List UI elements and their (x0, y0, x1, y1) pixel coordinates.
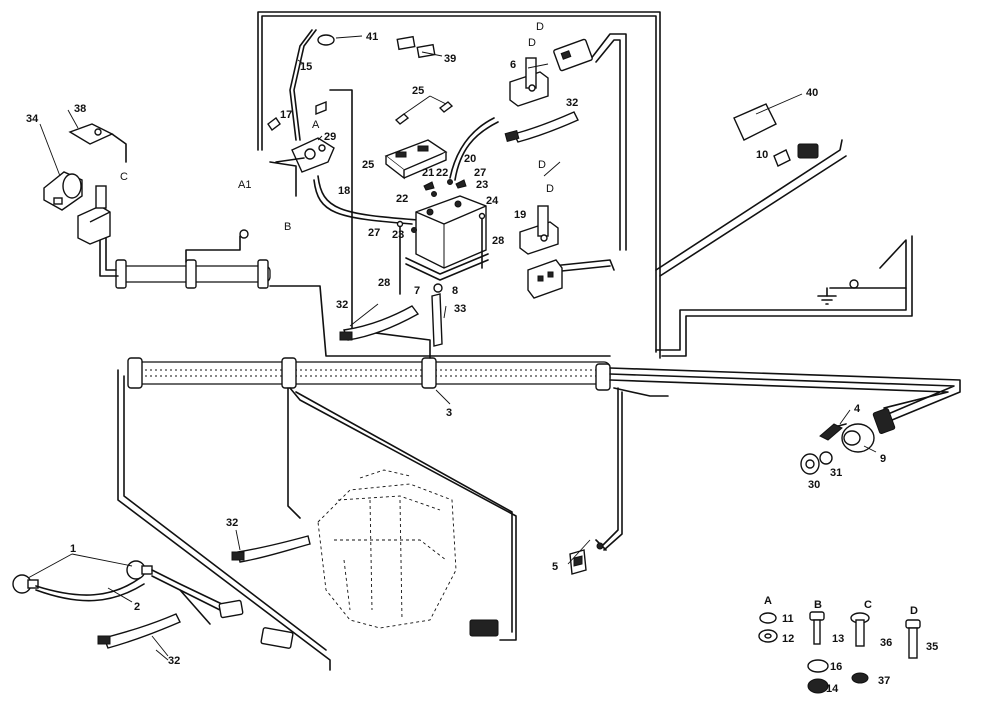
letter-d-6a: D (536, 21, 544, 33)
headlights (12, 560, 499, 649)
ignition-coil (43, 171, 83, 211)
cable-32-mid (339, 305, 420, 341)
upper-harness (115, 259, 271, 289)
ignition-module (77, 185, 111, 245)
key-switch (800, 407, 896, 475)
bracket-38 (68, 123, 127, 163)
callout-27: 27 (474, 167, 486, 179)
cable-32-engine (231, 535, 311, 563)
letter-d-19a: D (538, 159, 546, 171)
callout-8: 8 (452, 285, 458, 297)
callout-32-engine: 32 (226, 517, 238, 529)
leader-lines (27, 35, 877, 661)
callout-36: 36 (880, 637, 892, 649)
letter-b-top: B (284, 221, 291, 233)
callout-22: 22 (436, 167, 448, 179)
callout-23: 23 (476, 179, 488, 191)
legend-letter-d: D (910, 605, 918, 617)
callout-11: 11 (782, 613, 794, 625)
decal-40 (733, 103, 819, 167)
battery-holddown-rods (396, 212, 486, 295)
callout-30: 30 (808, 479, 820, 491)
callout-14: 14 (826, 683, 839, 695)
callout-6: 6 (510, 59, 516, 71)
callout-32-bottom: 32 (168, 655, 180, 667)
letter-c-top: C (120, 171, 128, 183)
callout-23b: 23 (392, 229, 404, 241)
hose-33 (431, 293, 443, 347)
callout-40: 40 (806, 87, 818, 99)
legend-letter-c: C (864, 599, 872, 611)
hardware-small-parts (239, 34, 467, 293)
callout-37: 37 (878, 675, 890, 687)
callout-28: 28 (492, 235, 504, 247)
callout-1: 1 (70, 543, 76, 555)
callout-3: 3 (446, 407, 452, 419)
callout-39: 39 (444, 53, 456, 65)
legend-letter-a: A (764, 595, 772, 607)
callout-35: 35 (926, 641, 938, 653)
letter-a-top: A (312, 119, 320, 131)
callout-32-top: 32 (566, 97, 578, 109)
callout-27b: 27 (368, 227, 380, 239)
callout-31: 31 (830, 467, 842, 479)
callout-9: 9 (880, 453, 886, 465)
cable-32-top (504, 111, 579, 143)
callout-28b: 28 (378, 277, 390, 289)
callout-33: 33 (454, 303, 466, 315)
connector-5 (569, 539, 607, 575)
wire-routes (99, 11, 961, 671)
callout-16: 16 (830, 661, 842, 673)
callout-41: 41 (366, 31, 378, 43)
letter-d-19b: D (546, 183, 554, 195)
callout-2: 2 (134, 601, 140, 613)
letter-d-6b: D (528, 37, 536, 49)
fuse-holder (384, 139, 448, 180)
cable-32-bottom (97, 613, 181, 649)
connector-19 (519, 205, 563, 299)
callout-22b: 22 (396, 193, 408, 205)
battery (405, 195, 489, 281)
callout-20: 20 (464, 153, 476, 165)
connector-6 (509, 38, 593, 107)
callout-25: 25 (362, 159, 374, 171)
callout-17: 17 (280, 109, 292, 121)
callout-38: 38 (74, 103, 86, 115)
callout-labels: 41 39 15 17 29 18 25 25 20 21 22 27 23 2… (26, 31, 938, 695)
legend-letter-b: B (814, 599, 822, 611)
letter-labels: A A1 B C D D D D A B C D (120, 21, 918, 617)
fuses-26 (394, 95, 454, 125)
engine-outline (317, 469, 457, 629)
callout-18: 18 (338, 185, 350, 197)
callout-12: 12 (782, 633, 794, 645)
callout-19: 19 (514, 209, 526, 221)
callout-5: 5 (552, 561, 558, 573)
solenoid (269, 137, 335, 197)
callout-24: 24 (486, 195, 499, 207)
callout-13: 13 (832, 633, 844, 645)
callout-34: 34 (26, 113, 39, 125)
letter-a1: A1 (238, 179, 251, 191)
callout-25-fuse-group: 25 (412, 85, 424, 97)
callout-15: 15 (300, 61, 312, 73)
ground-symbol (817, 279, 907, 305)
callout-7: 7 (414, 285, 420, 297)
callout-21: 21 (422, 167, 434, 179)
callout-4: 4 (854, 403, 861, 415)
main-harness (127, 357, 611, 391)
callout-10: 10 (756, 149, 768, 161)
hardware-legend (758, 611, 921, 694)
callout-32-mid: 32 (336, 299, 348, 311)
callout-29: 29 (324, 131, 336, 143)
